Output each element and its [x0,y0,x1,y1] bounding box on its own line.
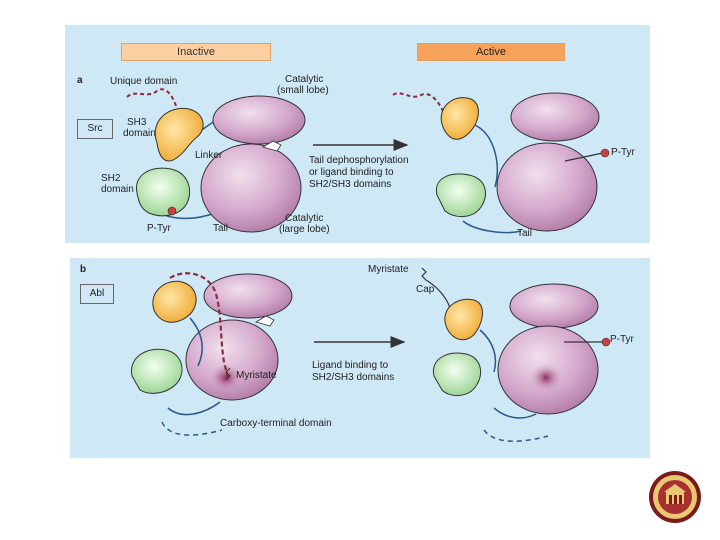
active-ptyr-label: P-Tyr [611,147,635,158]
active-small-lobe [510,92,600,142]
catalytic-small-lobe [212,95,306,145]
active-tail [462,220,522,234]
abl-diagram [130,267,611,442]
panel-letter-a: a [77,75,83,86]
tail-label: Tail [213,223,229,234]
abl-myristate-pocket [208,360,244,392]
abl-sh3 [152,280,197,323]
active-tail-label: Tail [517,228,533,239]
active-unique-chain [392,92,444,112]
active-state-label: Active [417,43,565,61]
abl-carboxy-dashed [161,421,223,436]
abl-sh2 [130,348,183,394]
sh3-domain-label: domain [123,128,156,139]
kinase-name-abl: Abl [80,284,114,304]
large-lobe-label: (large lobe) [279,224,330,235]
sh3-label: SH3 [127,117,147,128]
sh2-domain-label: domain [101,184,134,195]
abl-linker [189,317,203,367]
catalytic-large-label: Catalytic [285,213,324,224]
catalytic-small-label: Catalytic [285,74,324,85]
panel-b-abl: b Abl Myristate Ligand binding to SH2/SH… [70,258,650,458]
active-myristate-label: Myristate [368,264,409,275]
abl-myristate-chain [169,272,230,379]
active-linker [474,124,498,188]
active-abl-linker [479,329,497,373]
transition-text-1: Tail dephosphorylation [309,155,409,166]
unique-domain-chain [126,88,178,110]
transition-text-2: or ligand binding to [309,167,394,178]
sh3-domain [154,107,204,162]
active-abl-myristate [421,267,451,309]
linker-label: Linker [195,150,223,161]
unique-domain-label: Unique domain [110,76,178,87]
transition-text-3: SH2/SH3 domains [309,179,392,190]
active-sh2 [435,173,486,217]
active-abl-sh2 [432,352,482,396]
panel-letter-b: b [80,264,87,275]
abl-pocket-icon [255,315,275,327]
src-diagram [126,88,610,234]
myristate-label: Myristate [236,370,277,381]
catalytic-large-lobe [200,143,302,233]
active-abl-carboxy-chain [493,407,537,419]
abl-transition-text-2: SH2/SH3 domains [312,372,395,383]
active-abl-carboxy-dashed [483,429,549,442]
active-abl-pocket [528,360,564,392]
university-seal-icon [649,471,701,523]
carboxy-terminal-label: Carboxy-terminal domain [220,418,332,429]
cap-label: Cap [416,284,435,295]
active-abl-ptyr-icon [601,337,611,347]
ptyr-icon [167,206,177,216]
inactive-state-label: Inactive [121,43,271,61]
abl-carboxy-chain [167,401,221,416]
abl-zigzag-icon [225,367,231,381]
active-phospho-line [564,152,604,162]
abl-small-lobe [203,273,293,319]
small-lobe-label: (small lobe) [277,85,329,96]
ptyr-label: P-Tyr [147,223,171,234]
active-ptyr-icon [600,148,610,158]
sh2-label: SH2 [101,173,121,184]
panel-a-src: a Inactive Active Src Unique domain SH3 … [65,25,650,243]
active-abl-small-lobe [509,283,599,329]
active-sh3 [440,97,479,140]
abl-ptyr-label: P-Tyr [610,334,634,345]
active-large-lobe [496,142,598,232]
sh2-domain [135,167,191,217]
atp-pocket-icon [262,140,282,152]
abl-transition-text-1: Ligand binding to [312,360,389,371]
active-abl-sh3 [444,298,483,341]
kinase-name-src: Src [77,119,113,139]
